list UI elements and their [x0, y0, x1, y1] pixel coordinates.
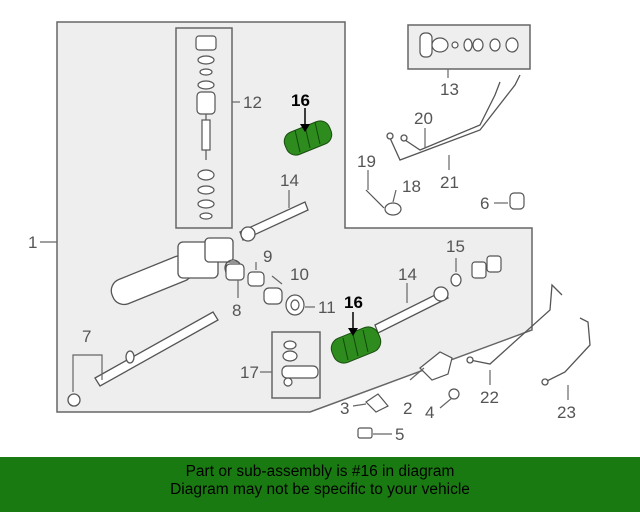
callout-19: 19 — [357, 152, 376, 171]
callout-1: 1 — [28, 233, 37, 252]
small-parts-drawing — [225, 255, 502, 316]
callout-4: 4 — [425, 403, 434, 422]
callout-11: 11 — [318, 298, 336, 317]
callout-22: 22 — [480, 388, 499, 407]
callout-23: 23 — [557, 403, 576, 422]
subassembly-17-box — [271, 331, 321, 399]
callout-21: 21 — [440, 173, 459, 192]
callout-14-lower: 14 — [398, 265, 417, 284]
callout-6: 6 — [480, 194, 489, 213]
banner-line-disclaimer: Diagram may not be specific to your vehi… — [170, 481, 470, 498]
callout-14-upper: 14 — [280, 171, 299, 190]
valve-stack-drawing — [195, 35, 217, 220]
callout-16-upper: 16 — [291, 91, 310, 110]
callout-17: 17 — [240, 363, 259, 382]
hardware-drawing — [365, 189, 525, 216]
callout-16-lower: 16 — [344, 293, 363, 312]
callout-13: 13 — [440, 80, 459, 99]
banner-line-part: Part or sub-assembly is #16 in diagram — [185, 463, 455, 480]
callout-5: 5 — [395, 425, 404, 444]
callout-2: 2 — [403, 399, 412, 418]
tie-rod-lower-drawing — [374, 286, 449, 334]
callout-3: 3 — [340, 399, 349, 418]
rack-bar-drawing — [67, 311, 219, 407]
callout-18: 18 — [402, 177, 421, 196]
bracket-drawing — [357, 351, 460, 439]
info-banner: Part or sub-assembly is #16 in diagram D… — [0, 457, 640, 512]
callout-7: 7 — [82, 327, 91, 346]
callout-12: 12 — [243, 93, 262, 112]
callout-9: 9 — [263, 247, 272, 266]
callout-8: 8 — [232, 301, 241, 320]
callout-15: 15 — [446, 237, 465, 256]
callout-10: 10 — [290, 265, 309, 284]
tie-rod-upper-drawing — [239, 201, 309, 242]
return-lines-drawing — [466, 283, 591, 386]
parts-diagram: 1 2 3 4 5 6 7 8 9 10 11 12 13 14 14 15 1… — [28, 21, 591, 444]
pressure-lines-drawing — [386, 74, 521, 161]
callout-20: 20 — [414, 109, 433, 128]
seal-kit-drawing — [419, 32, 519, 58]
tie-rod-end-drawing — [281, 340, 319, 387]
